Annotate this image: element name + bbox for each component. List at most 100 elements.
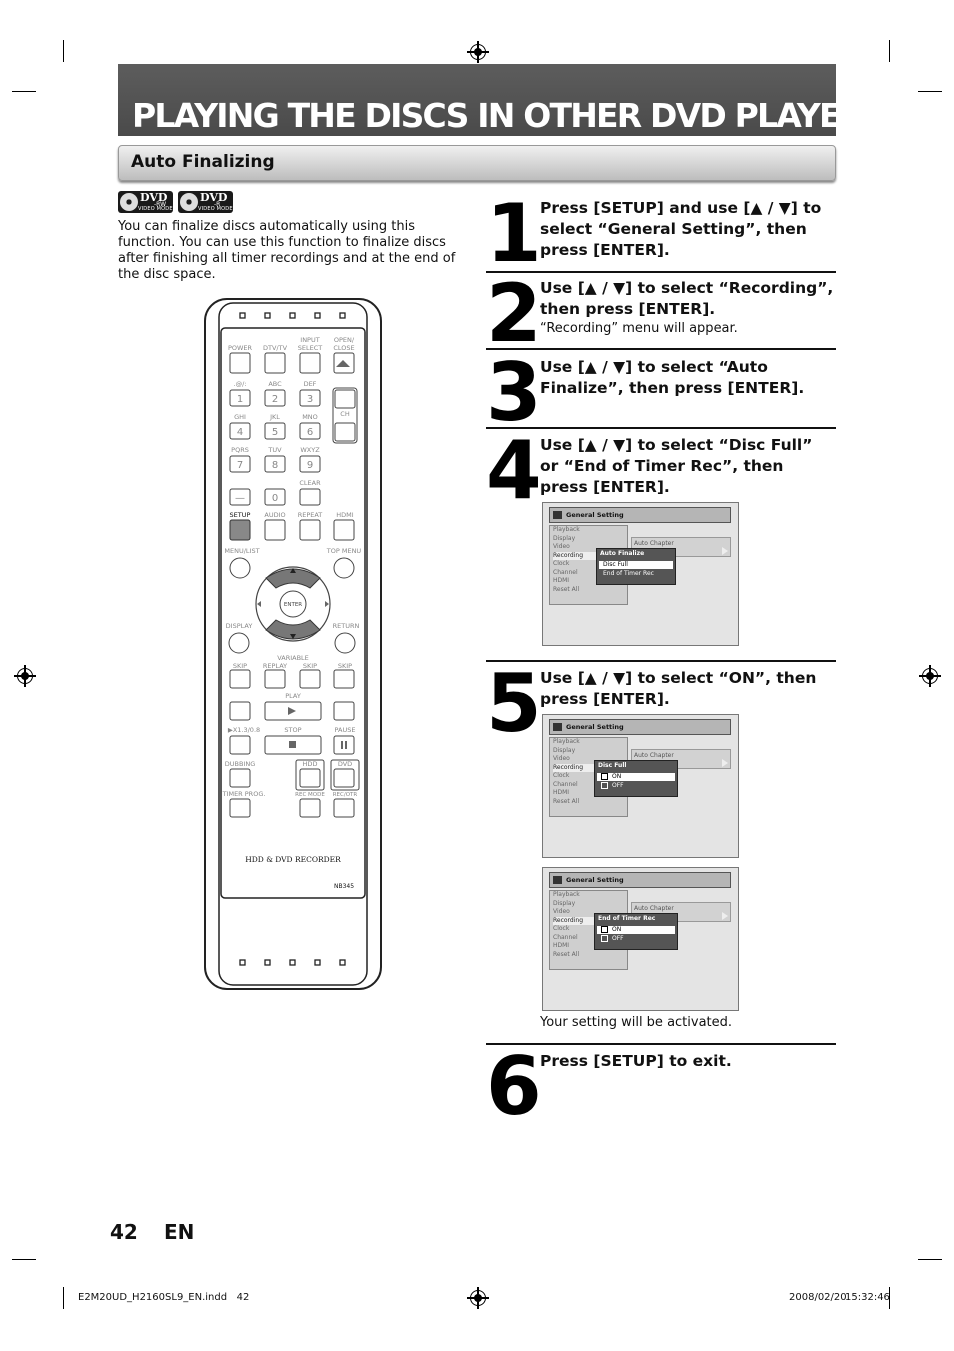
svg-text:3: 3 <box>307 394 313 405</box>
svg-text:INPUT: INPUT <box>300 336 319 344</box>
screen-header: General Setting <box>549 719 731 735</box>
checkbox-icon <box>601 926 608 933</box>
svg-text:DEF: DEF <box>304 380 317 388</box>
title-banner: PLAYING THE DISCS IN OTHER DVD PLAYERS <box>118 64 887 136</box>
svg-text:2: 2 <box>272 394 278 405</box>
svg-text:MNO: MNO <box>302 413 318 421</box>
svg-text:6: 6 <box>307 427 313 438</box>
svg-text:8: 8 <box>272 460 278 471</box>
svg-text:CLOSE: CLOSE <box>333 344 354 352</box>
svg-text:.@/:: .@/: <box>234 380 247 388</box>
checkbox-icon <box>601 782 608 789</box>
step-number: 1 <box>486 187 542 280</box>
svg-text:SKIP: SKIP <box>338 662 352 670</box>
svg-text:SKIP: SKIP <box>303 662 317 670</box>
svg-text:PLAY: PLAY <box>285 692 301 700</box>
svg-text:DTV/TV: DTV/TV <box>263 344 288 352</box>
svg-text:SKIP: SKIP <box>233 662 247 670</box>
section-header: Auto Finalizing <box>118 145 836 181</box>
footer-date: 2008/02/20 <box>789 1292 847 1303</box>
dvd-rw-logo-icon: DVD -RW VIDEO MODE <box>118 191 173 213</box>
arrow-right-icon <box>722 547 728 555</box>
section-title: Auto Finalizing <box>131 152 275 172</box>
wrench-icon <box>553 511 562 519</box>
step-number: 3 <box>486 346 542 439</box>
svg-text:DISPLAY: DISPLAY <box>226 622 253 630</box>
svg-text:5: 5 <box>272 427 278 438</box>
svg-text:—: — <box>235 493 245 504</box>
svg-text:VARIABLE: VARIABLE <box>277 654 309 662</box>
step-number: 6 <box>486 1040 542 1133</box>
screen-popup: Auto Finalize Disc Full End of Timer Rec <box>596 548 676 585</box>
svg-text:AUDIO: AUDIO <box>264 511 285 519</box>
svg-text:RETURN: RETURN <box>333 622 360 630</box>
step-divider <box>486 1043 836 1045</box>
screen-popup: Disc Full ON OFF <box>594 760 678 797</box>
svg-text:▶X1.3/0.8: ▶X1.3/0.8 <box>228 726 260 734</box>
registration-mark-icon <box>467 41 489 63</box>
crop-mark <box>889 40 890 62</box>
step-number: 5 <box>486 657 542 750</box>
svg-text:ENTER: ENTER <box>284 602 302 608</box>
svg-text:DUBBING: DUBBING <box>225 760 256 768</box>
svg-text:GHI: GHI <box>234 413 246 421</box>
svg-text:9: 9 <box>307 460 313 471</box>
wrench-icon <box>553 876 562 884</box>
arrow-right-icon <box>722 759 728 767</box>
svg-text:REC/OTR: REC/OTR <box>333 792 358 798</box>
step-5-text: Use [▲ / ▼] to select “ON”, then press [… <box>540 669 817 708</box>
step-divider <box>486 348 836 350</box>
step-1-text: Press [SETUP] and use [▲ / ▼] to select … <box>540 199 822 259</box>
screen-header: General Setting <box>549 872 731 888</box>
step-2-note: “Recording” menu will appear. <box>540 321 738 336</box>
checkbox-icon <box>601 773 608 780</box>
step-divider <box>486 271 836 273</box>
step-number: 2 <box>486 267 542 360</box>
page-title: PLAYING THE DISCS IN OTHER DVD PLAYERS <box>132 96 887 135</box>
screen-header: General Setting <box>549 507 731 523</box>
step-2-text: Use [▲ / ▼] to select “Recording”, then … <box>540 279 834 318</box>
svg-text:4: 4 <box>237 427 243 438</box>
svg-text:MENU/LIST: MENU/LIST <box>224 547 259 555</box>
page-language: EN <box>164 1220 195 1244</box>
registration-mark-icon <box>14 665 36 687</box>
svg-text:REPLAY: REPLAY <box>263 662 287 670</box>
remote-control-illustration: POWER DTV/TV INPUT SELECT OPEN/ CLOSE .@… <box>204 298 382 990</box>
step-5-note: Your setting will be activated. <box>540 1015 733 1030</box>
step-divider <box>486 660 836 662</box>
intro-text: You can finalize discs automatically usi… <box>118 219 456 282</box>
svg-text:TUV: TUV <box>267 446 282 454</box>
svg-text:HDD & DVD RECORDER: HDD & DVD RECORDER <box>245 855 341 864</box>
svg-text:OPEN/: OPEN/ <box>334 336 355 344</box>
step-6-text: Press [SETUP] to exit. <box>540 1052 732 1070</box>
svg-text:CLEAR: CLEAR <box>299 479 321 487</box>
svg-text:0: 0 <box>272 493 278 504</box>
crop-mark <box>918 91 942 92</box>
registration-mark-icon <box>467 1287 489 1309</box>
svg-text:DVD: DVD <box>338 760 352 768</box>
registration-mark-icon <box>919 665 941 687</box>
crop-mark <box>12 1259 36 1260</box>
arrow-right-icon <box>722 912 728 920</box>
step-4-text: Use [▲ / ▼] to select “Disc Full” or “En… <box>540 436 813 496</box>
svg-text:HDD: HDD <box>303 760 318 768</box>
checkbox-icon <box>601 935 608 942</box>
svg-text:SETUP: SETUP <box>230 511 251 519</box>
dvd-r-logo-icon: DVD -R VIDEO MODE <box>178 191 233 213</box>
svg-text:TOP MENU: TOP MENU <box>326 547 362 555</box>
step-3-text: Use [▲ / ▼] to select “Auto Finalize”, t… <box>540 358 805 397</box>
svg-text:PQRS: PQRS <box>231 446 249 454</box>
crop-mark <box>12 91 36 92</box>
svg-text:REC MODE: REC MODE <box>295 792 325 798</box>
crop-mark <box>889 1287 890 1309</box>
svg-text:HDMI: HDMI <box>336 511 354 519</box>
svg-text:ABC: ABC <box>268 380 282 388</box>
footer-file: E2M20UD_H2160SL9_EN.indd 42 <box>78 1292 250 1303</box>
svg-text:CH: CH <box>340 410 350 418</box>
screen-popup: End of Timer Rec ON OFF <box>594 913 678 950</box>
svg-text:JKL: JKL <box>269 413 280 421</box>
svg-text:STOP: STOP <box>284 726 301 734</box>
